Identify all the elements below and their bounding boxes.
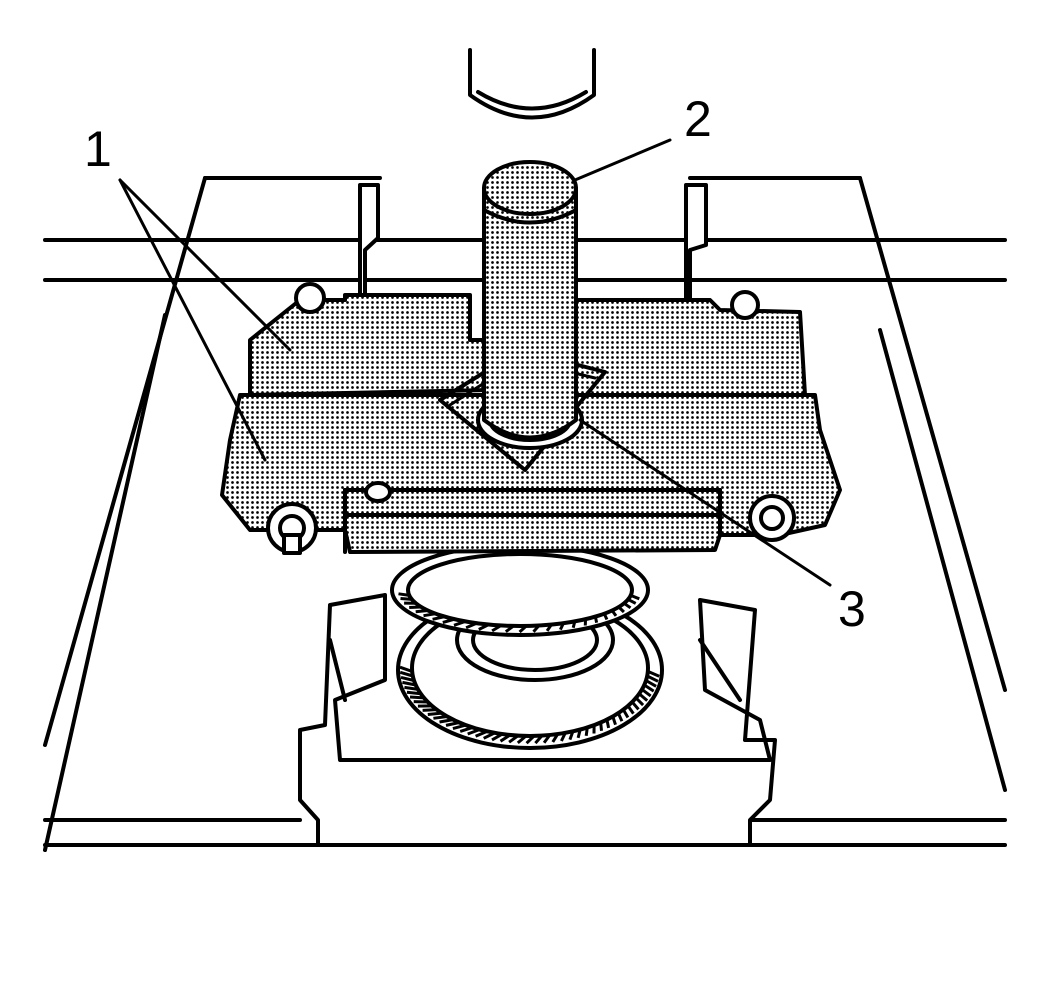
housing-support [298, 593, 777, 847]
gear-tooth [465, 621, 478, 630]
gear-tooth [402, 680, 416, 687]
callout-3: 3 [838, 581, 866, 637]
gear-tooth [423, 612, 436, 618]
press-ram [468, 48, 596, 120]
gear-tooth [631, 701, 640, 711]
gear-tooth [445, 721, 460, 727]
gear-tooth [399, 670, 414, 678]
gear-tooth [643, 683, 655, 693]
gear-tooth [399, 665, 413, 673]
gear-tooth [545, 623, 553, 632]
gear-tooth [499, 733, 512, 743]
gear-tooth [442, 617, 455, 624]
gear-tooth [467, 728, 481, 736]
gear-tooth [605, 719, 611, 729]
gear-tooth [623, 602, 632, 610]
gear-tooth [622, 708, 630, 719]
gear-tooth [491, 732, 504, 742]
gear-tooth [630, 594, 640, 601]
gear-tooth [508, 734, 519, 744]
gear-tooth [627, 598, 637, 605]
bolt-left [266, 502, 318, 555]
fixture-upper-plate [248, 282, 807, 397]
gear-tooth [626, 705, 635, 715]
gear-tooth [398, 592, 410, 597]
gear-tooth [483, 731, 496, 740]
gear-tooth [646, 674, 659, 683]
gear-tooth [602, 613, 609, 621]
press-pin [482, 160, 578, 440]
gear-tooth [611, 716, 617, 726]
bolt-right [748, 494, 796, 542]
background-table [43, 176, 1007, 852]
gear-tooth [610, 609, 618, 617]
gear-tooth [422, 708, 437, 712]
gear-tooth [525, 734, 536, 745]
gear-tooth [532, 624, 541, 633]
gear-tooth [617, 605, 625, 614]
gear-tooth [459, 725, 474, 733]
gear-tooth [433, 715, 448, 720]
gear-tooth [504, 624, 515, 633]
gear-tooth [542, 734, 552, 744]
gear-tooth [518, 624, 528, 634]
gear-tooth [400, 597, 413, 601]
callout-2: 2 [684, 91, 712, 147]
gear-tooth [406, 690, 421, 696]
gear-tooth [568, 730, 575, 741]
gear-tooth [534, 734, 544, 745]
gear-tooth [409, 695, 425, 700]
gear-tooth [453, 619, 466, 627]
callout-1: 1 [84, 121, 112, 177]
fixture-lower-plate [220, 348, 842, 554]
gear-tooth [432, 615, 445, 621]
gear-tooth [645, 679, 657, 688]
gear-tooth [478, 623, 490, 631]
gear-tooth [415, 609, 429, 614]
gear-tooth [616, 712, 624, 722]
gear-tooth [593, 616, 599, 623]
gear-tooth [427, 711, 442, 716]
gear-assembly [390, 545, 664, 750]
leader-lines [118, 138, 832, 587]
gear-tooth [641, 688, 652, 698]
gear-tooth [634, 696, 645, 707]
gear-tooth [560, 732, 567, 742]
gear-tooth [638, 692, 649, 702]
gear-tooth [409, 605, 422, 609]
gear-tooth [400, 675, 415, 682]
gear-tooth [559, 622, 565, 631]
gear-tooth [576, 729, 582, 739]
gear-tooth [647, 670, 660, 678]
gear-tooth [599, 722, 603, 731]
side-posts [358, 183, 708, 302]
gear-tooth [584, 727, 589, 736]
gear-tooth [491, 624, 502, 633]
gear-tooth [516, 734, 527, 745]
gear-tooth [439, 718, 454, 724]
gear-tooth [571, 621, 577, 629]
gear-tooth [452, 723, 467, 731]
gear-tooth [551, 733, 559, 743]
gear-tooth [475, 730, 488, 738]
gear-tooth [404, 685, 419, 691]
gear-teeth [398, 592, 660, 745]
